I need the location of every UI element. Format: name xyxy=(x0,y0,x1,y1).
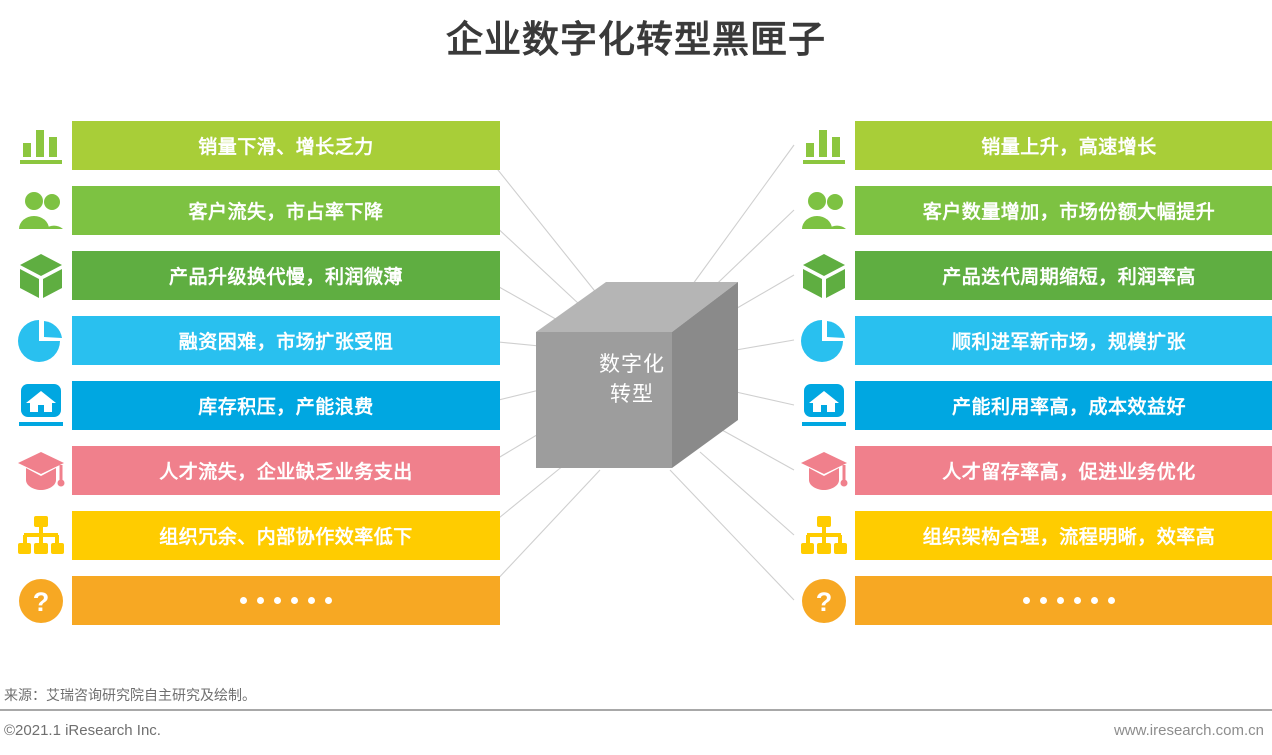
left-bar-5[interactable]: 库存积压，产能浪费 xyxy=(72,381,500,430)
left-bar-4[interactable]: 融资困难，市场扩张受阻 xyxy=(72,316,500,365)
org-chart-icon xyxy=(10,511,72,560)
list-item: 融资困难，市场扩张受阻 xyxy=(10,316,500,365)
ellipsis-dots xyxy=(240,597,332,604)
right-bar-4[interactable]: 顺利进军新市场，规模扩张 xyxy=(855,316,1272,365)
right-bar-label-6: 人才留存率高，促进业务优化 xyxy=(942,462,1196,483)
list-item: 产品升级换代慢，利润微薄 xyxy=(10,251,500,300)
center-cube-label: 数字化 转型 xyxy=(562,350,702,410)
people-icon xyxy=(793,186,855,235)
list-item: 销量下滑、增长乏力 xyxy=(10,121,500,170)
left-bar-label-6: 人才流失，企业缺乏业务支出 xyxy=(159,462,413,483)
right-bar-8[interactable] xyxy=(855,576,1272,625)
center-cube-line1: 数字化 xyxy=(599,353,665,376)
right-bar-1[interactable]: 销量上升，高速增长 xyxy=(855,121,1272,170)
left-bar-1[interactable]: 销量下滑、增长乏力 xyxy=(72,121,500,170)
list-item: ? xyxy=(10,576,500,625)
left-column: 销量下滑、增长乏力客户流失，市占率下降产品升级换代慢，利润微薄融资困难，市场扩张… xyxy=(10,121,500,641)
list-item: 库存积压，产能浪费 xyxy=(10,381,500,430)
right-bar-6[interactable]: 人才留存率高，促进业务优化 xyxy=(855,446,1272,495)
list-item: ? xyxy=(793,576,1272,625)
right-bar-label-3: 产品迭代周期缩短，利润率高 xyxy=(942,267,1196,288)
home-icon xyxy=(793,381,855,430)
right-bar-label-4: 顺利进军新市场，规模扩张 xyxy=(951,332,1186,353)
people-icon xyxy=(10,186,72,235)
copyright-text: ©2021.1 iResearch Inc. xyxy=(4,722,161,739)
list-item: 客户流失，市占率下降 xyxy=(10,186,500,235)
graduation-icon xyxy=(793,446,855,495)
footer-divider xyxy=(0,709,1272,711)
left-bar-2[interactable]: 客户流失，市占率下降 xyxy=(72,186,500,235)
list-item: 产能利用率高，成本效益好 xyxy=(793,381,1272,430)
pie-chart-icon xyxy=(10,316,72,365)
right-bar-label-7: 组织架构合理，流程明晰，效率高 xyxy=(922,527,1216,548)
left-bar-label-3: 产品升级换代慢，利润微薄 xyxy=(168,267,403,288)
pie-chart-icon xyxy=(793,316,855,365)
left-bar-6[interactable]: 人才流失，企业缺乏业务支出 xyxy=(72,446,500,495)
website-link[interactable]: www.iresearch.com.cn xyxy=(1113,722,1264,739)
left-bar-7[interactable]: 组织冗余、内部协作效率低下 xyxy=(72,511,500,560)
bar-chart-icon xyxy=(10,121,72,170)
list-item: 产品迭代周期缩短，利润率高 xyxy=(793,251,1272,300)
list-item: 销量上升，高速增长 xyxy=(793,121,1272,170)
cube-front-face xyxy=(536,332,672,468)
home-icon xyxy=(10,381,72,430)
cube-icon xyxy=(793,251,855,300)
question-icon: ? xyxy=(10,576,72,625)
left-bar-3[interactable]: 产品升级换代慢，利润微薄 xyxy=(72,251,500,300)
question-icon: ? xyxy=(793,576,855,625)
right-bar-label-5: 产能利用率高，成本效益好 xyxy=(951,397,1186,418)
left-bar-label-5: 库存积压，产能浪费 xyxy=(198,397,374,418)
source-note: 来源：艾瑞咨询研究院自主研究及绘制。 xyxy=(4,687,256,703)
right-bar-3[interactable]: 产品迭代周期缩短，利润率高 xyxy=(855,251,1272,300)
left-bar-8[interactable] xyxy=(72,576,500,625)
list-item: 人才留存率高，促进业务优化 xyxy=(793,446,1272,495)
org-chart-icon xyxy=(793,511,855,560)
list-item: 顺利进军新市场，规模扩张 xyxy=(793,316,1272,365)
right-column: 销量上升，高速增长客户数量增加，市场份额大幅提升产品迭代周期缩短，利润率高顺利进… xyxy=(793,121,1272,641)
right-bar-2[interactable]: 客户数量增加，市场份额大幅提升 xyxy=(855,186,1272,235)
center-cube: 数字化 转型 xyxy=(526,272,748,478)
svg-text:?: ? xyxy=(816,587,833,617)
list-item: 客户数量增加，市场份额大幅提升 xyxy=(793,186,1272,235)
ellipsis-dots xyxy=(1023,597,1115,604)
left-bar-label-1: 销量下滑、增长乏力 xyxy=(198,137,374,158)
page-title: 企业数字化转型黑匣子 xyxy=(446,19,826,60)
left-bar-label-2: 客户流失，市占率下降 xyxy=(188,202,384,223)
cube-side-face xyxy=(672,282,738,468)
right-bar-5[interactable]: 产能利用率高，成本效益好 xyxy=(855,381,1272,430)
right-bar-label-2: 客户数量增加，市场份额大幅提升 xyxy=(922,202,1216,223)
left-bar-label-7: 组织冗余、内部协作效率低下 xyxy=(159,527,413,548)
center-cube-line2: 转型 xyxy=(610,383,654,406)
bar-chart-icon xyxy=(793,121,855,170)
list-item: 组织冗余、内部协作效率低下 xyxy=(10,511,500,560)
list-item: 人才流失，企业缺乏业务支出 xyxy=(10,446,500,495)
cube-top-face xyxy=(536,282,738,332)
list-item: 组织架构合理，流程明晰，效率高 xyxy=(793,511,1272,560)
right-bar-label-1: 销量上升，高速增长 xyxy=(981,137,1157,158)
cube-icon xyxy=(10,251,72,300)
left-bar-label-4: 融资困难，市场扩张受阻 xyxy=(178,332,394,353)
graduation-icon xyxy=(10,446,72,495)
right-bar-7[interactable]: 组织架构合理，流程明晰，效率高 xyxy=(855,511,1272,560)
svg-text:?: ? xyxy=(33,587,50,617)
